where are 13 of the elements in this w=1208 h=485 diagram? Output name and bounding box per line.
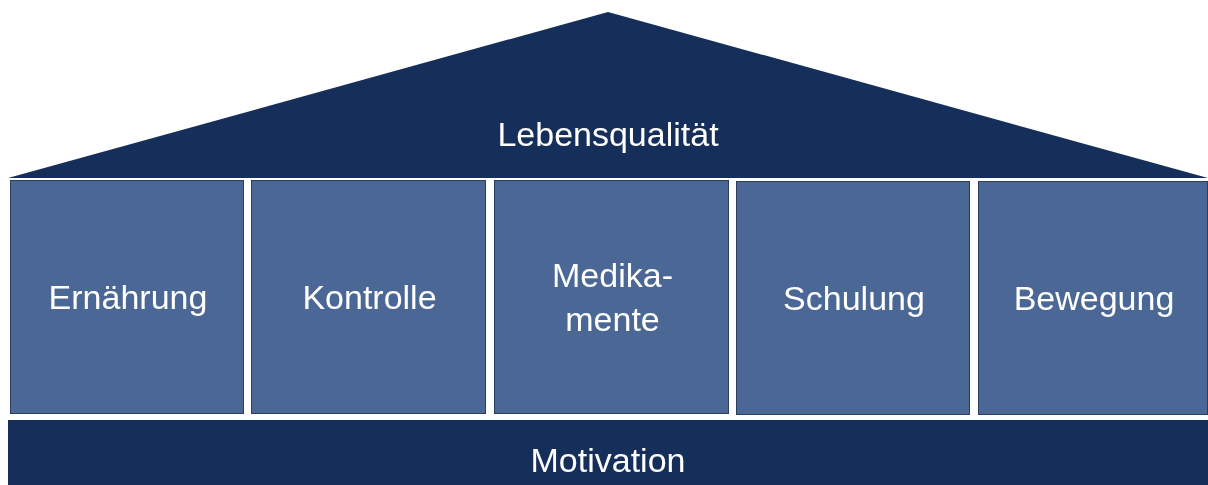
pillar-box <box>251 180 486 414</box>
pillar-label: Kontrolle <box>301 276 438 318</box>
pillar-label: Medika- mente <box>551 254 674 340</box>
foundation-label: Motivation <box>529 440 687 481</box>
pillar-label: Schulung <box>782 277 926 319</box>
foundation-bar <box>8 420 1208 485</box>
pillar-box <box>10 180 244 414</box>
roof-label: Lebensqualität <box>496 114 720 155</box>
pillar-box <box>494 180 729 414</box>
pillar-box <box>978 181 1208 415</box>
pillar-label: Ernährung <box>47 276 209 318</box>
pillar-label: Bewegung <box>1012 277 1176 319</box>
pillar-box <box>736 181 970 415</box>
